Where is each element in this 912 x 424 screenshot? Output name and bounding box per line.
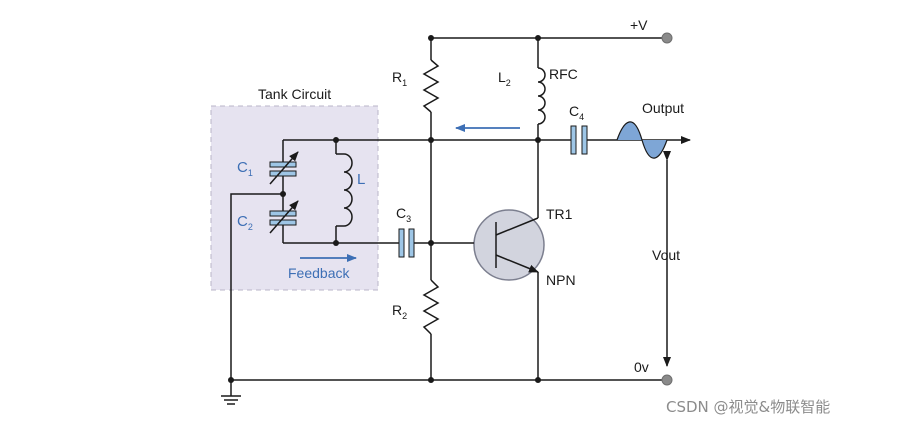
r1-label: R1 [392, 69, 407, 88]
transistor-tr1: TR1 NPN [473, 206, 576, 288]
inductor-l2-rfc: L2 RFC [498, 38, 578, 140]
output-label: Output [642, 100, 684, 116]
sine-wave-icon [616, 121, 668, 159]
resistor-r1: R1 [392, 38, 440, 140]
resistor-r2: R2 [392, 279, 440, 380]
tank-circuit-label: Tank Circuit [258, 86, 331, 102]
supply-label: +V [630, 17, 648, 33]
capacitor-c2: C2 [237, 200, 299, 243]
c4-label: C4 [569, 103, 584, 122]
supply-rail: +V [431, 17, 673, 44]
ground-symbol-icon [221, 380, 241, 405]
r2-label: R2 [392, 302, 407, 321]
tank-ground-tap-wire [230, 193, 283, 380]
supply-terminal-icon [661, 32, 673, 44]
ground-rail-label: 0v [634, 359, 649, 375]
junction-dots [228, 35, 541, 383]
ground-terminal-icon [661, 374, 673, 386]
npn-label: NPN [546, 272, 576, 288]
c3-label: C3 [396, 205, 411, 224]
rfc-label: RFC [549, 66, 578, 82]
l2-label: L2 [498, 69, 511, 88]
feedback-label: Feedback [288, 265, 350, 281]
c2-label: C2 [237, 213, 253, 232]
tank-circuit-box [210, 105, 379, 291]
ground-rail: 0v [231, 359, 673, 386]
capacitor-c3: C3 [396, 205, 431, 258]
capacitor-c4: C4 [569, 103, 588, 155]
capacitor-c1: C1 [237, 140, 299, 185]
watermark-text: CSDN @视觉&物联智能 [666, 398, 830, 416]
c1-label: C1 [237, 159, 253, 178]
tr1-label: TR1 [546, 206, 573, 222]
l-label: L [357, 171, 365, 188]
vout-label: Vout [652, 247, 680, 263]
